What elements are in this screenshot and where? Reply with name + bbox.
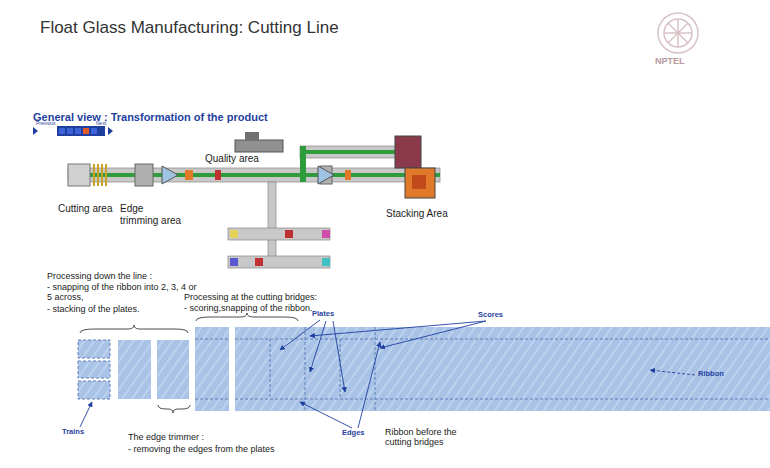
- nav-label: Previous: [36, 121, 58, 127]
- glass-ribbon: [78, 327, 770, 411]
- nav-label: Next: [96, 121, 110, 127]
- part-name: Trains: [62, 428, 102, 437]
- part-name: Scores: [478, 311, 518, 320]
- note-line: - stacking of the plates.: [47, 304, 197, 314]
- note-heading: Processing down the line :: [47, 271, 217, 281]
- note-line: - scoring,snapping of the ribbon.: [184, 303, 374, 313]
- note-line: Ribbon before the cutting bridges: [385, 427, 485, 448]
- part-name: Plates: [312, 310, 352, 319]
- page-title: Float Glass Manufacturing: Cutting Line: [40, 18, 339, 38]
- section-heading: General view : Transformation of the pro…: [33, 111, 333, 124]
- area-label: Cutting area: [58, 203, 128, 215]
- note-line: - removing the edges from the plates: [128, 444, 328, 454]
- leader-line: [80, 320, 695, 428]
- part-name: Edges: [342, 429, 382, 438]
- plant-layout: [68, 132, 440, 268]
- area-label: Quality area: [205, 153, 285, 165]
- area-label: Stacking Area: [386, 208, 466, 220]
- watermark: NPTEL: [655, 56, 705, 66]
- note-heading: The edge trimmer :: [128, 432, 308, 442]
- nptel-logo: [658, 13, 698, 53]
- note-line: - snapping of the ribbon into 2, 3, 4 or…: [47, 282, 197, 303]
- nav-bar: [33, 126, 113, 136]
- bracket: [80, 313, 298, 413]
- area-label: Edge trimming area: [120, 203, 182, 226]
- note-heading: Processing at the cutting bridges:: [184, 292, 374, 302]
- part-name: Ribbon: [698, 370, 748, 379]
